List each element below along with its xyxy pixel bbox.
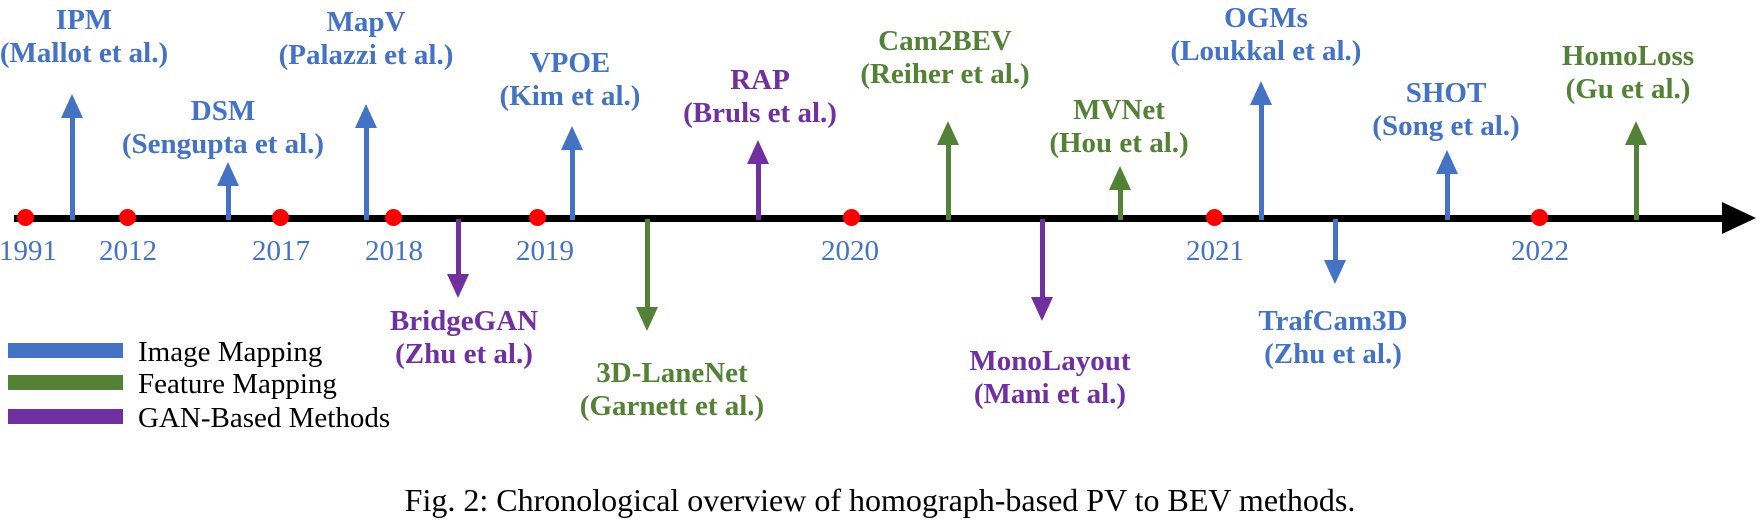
legend-color-bar <box>8 375 123 390</box>
event-authors: (Song et al.) <box>1372 110 1520 142</box>
arrow-head-icon <box>1250 81 1272 105</box>
year-marker-dot <box>1531 209 1548 226</box>
event-authors: (Zhu et al.) <box>1264 338 1402 370</box>
year-label: 2021 <box>1186 235 1244 267</box>
year-marker-dot <box>843 209 860 226</box>
event-name: TrafCam3D <box>1258 305 1408 337</box>
year-marker-dot <box>529 209 546 226</box>
arrow-head-icon <box>937 121 959 145</box>
year-marker-dot <box>119 209 136 226</box>
year-label: 2022 <box>1511 235 1569 267</box>
event-label: TrafCam3D(Zhu et al.) <box>1258 305 1407 371</box>
arrow-shaft <box>1259 103 1264 220</box>
arrow-shaft <box>645 219 650 309</box>
arrow-head-icon <box>447 274 469 298</box>
year-label: 1991 <box>0 235 57 267</box>
event-label: HomoLoss(Gu et al.) <box>1562 40 1694 106</box>
year-marker-dot <box>17 209 34 226</box>
legend-item-label: GAN-Based Methods <box>138 402 391 434</box>
event-label: MapV(Palazzi et al.) <box>279 6 454 72</box>
arrow-head-icon <box>1031 297 1053 321</box>
legend-item-label: Feature Mapping <box>138 368 337 400</box>
event-authors: (Garnett et al.) <box>579 390 765 422</box>
event-authors: (Sengupta et al.) <box>121 128 325 160</box>
event-authors: (Mallot et al.) <box>0 37 169 69</box>
legend-item-label: Image Mapping <box>138 336 323 368</box>
arrow-head-icon <box>355 104 377 128</box>
event-label: BridgeGAN(Zhu et al.) <box>390 305 538 371</box>
arrow-shaft <box>364 126 369 220</box>
event-label: DSM(Sengupta et al.) <box>122 95 324 161</box>
legend-color-bar <box>8 409 123 424</box>
event-label: Cam2BEV(Reiher et al.) <box>860 25 1029 91</box>
arrow-head-icon <box>561 126 583 150</box>
year-marker-dot <box>385 209 402 226</box>
event-name: MonoLayout <box>969 345 1131 377</box>
timeline-arrowhead-icon <box>1722 202 1756 234</box>
event-name: 3D-LaneNet <box>596 357 748 389</box>
arrow-shaft <box>1634 143 1639 220</box>
arrow-shaft <box>1333 219 1338 262</box>
event-label: MonoLayout(Mani et al.) <box>969 345 1130 411</box>
event-authors: (Hou et al.) <box>1049 127 1189 159</box>
event-authors: (Bruls et al.) <box>683 97 837 129</box>
arrow-shaft <box>456 219 461 276</box>
year-label: 2012 <box>99 235 157 267</box>
event-authors: (Kim et al.) <box>499 80 641 112</box>
year-label: 2017 <box>252 235 310 267</box>
arrow-head-icon <box>1109 166 1131 190</box>
arrow-head-icon <box>217 162 239 186</box>
year-label: 2019 <box>516 235 574 267</box>
timeline-axis <box>14 215 1723 222</box>
event-authors: (Mani et al.) <box>973 378 1127 410</box>
year-label: 2018 <box>365 235 423 267</box>
arrow-shaft <box>570 148 575 220</box>
event-label: OGMs(Loukkal et al.) <box>1171 2 1362 68</box>
event-name: OGMs <box>1224 2 1308 34</box>
event-label: MVNet(Hou et al.) <box>1049 94 1188 160</box>
event-authors: (Zhu et al.) <box>395 338 533 370</box>
event-label: SHOT(Song et al.) <box>1372 77 1519 143</box>
event-name: VPOE <box>529 47 611 79</box>
year-label: 2020 <box>821 235 879 267</box>
arrow-head-icon <box>1436 150 1458 174</box>
event-name: DSM <box>190 95 256 127</box>
event-label: 3D-LaneNet(Garnett et al.) <box>580 357 764 423</box>
event-name: IPM <box>55 4 113 36</box>
event-authors: (Reiher et al.) <box>860 58 1030 90</box>
arrow-head-icon <box>61 94 83 118</box>
event-name: MVNet <box>1073 94 1165 126</box>
arrow-shaft <box>226 184 231 220</box>
event-label: RAP(Bruls et al.) <box>683 64 837 130</box>
event-name: MapV <box>326 6 406 38</box>
event-label: IPM(Mallot et al.) <box>0 4 168 70</box>
figure-caption: Fig. 2: Chronological overview of homogr… <box>404 482 1356 518</box>
arrow-shaft <box>1040 219 1045 299</box>
event-authors: (Loukkal et al.) <box>1170 35 1362 67</box>
year-marker-dot <box>272 209 289 226</box>
arrow-shaft <box>70 116 75 220</box>
legend-color-bar <box>8 343 123 358</box>
arrow-shaft <box>1118 188 1123 220</box>
event-name: BridgeGAN <box>389 305 539 337</box>
event-authors: (Palazzi et al.) <box>278 39 454 71</box>
event-name: RAP <box>730 64 790 96</box>
year-marker-dot <box>1206 209 1223 226</box>
event-label: VPOE(Kim et al.) <box>500 47 641 113</box>
arrow-shaft <box>1445 172 1450 220</box>
event-name: SHOT <box>1405 77 1487 109</box>
event-authors: (Gu et al.) <box>1565 73 1691 105</box>
arrow-head-icon <box>747 140 769 164</box>
event-name: HomoLoss <box>1561 40 1695 72</box>
arrow-shaft <box>946 143 951 220</box>
arrow-head-icon <box>1625 121 1647 145</box>
arrow-head-icon <box>1324 260 1346 284</box>
arrow-shaft <box>756 162 761 220</box>
arrow-head-icon <box>636 307 658 331</box>
event-name: Cam2BEV <box>878 25 1012 57</box>
